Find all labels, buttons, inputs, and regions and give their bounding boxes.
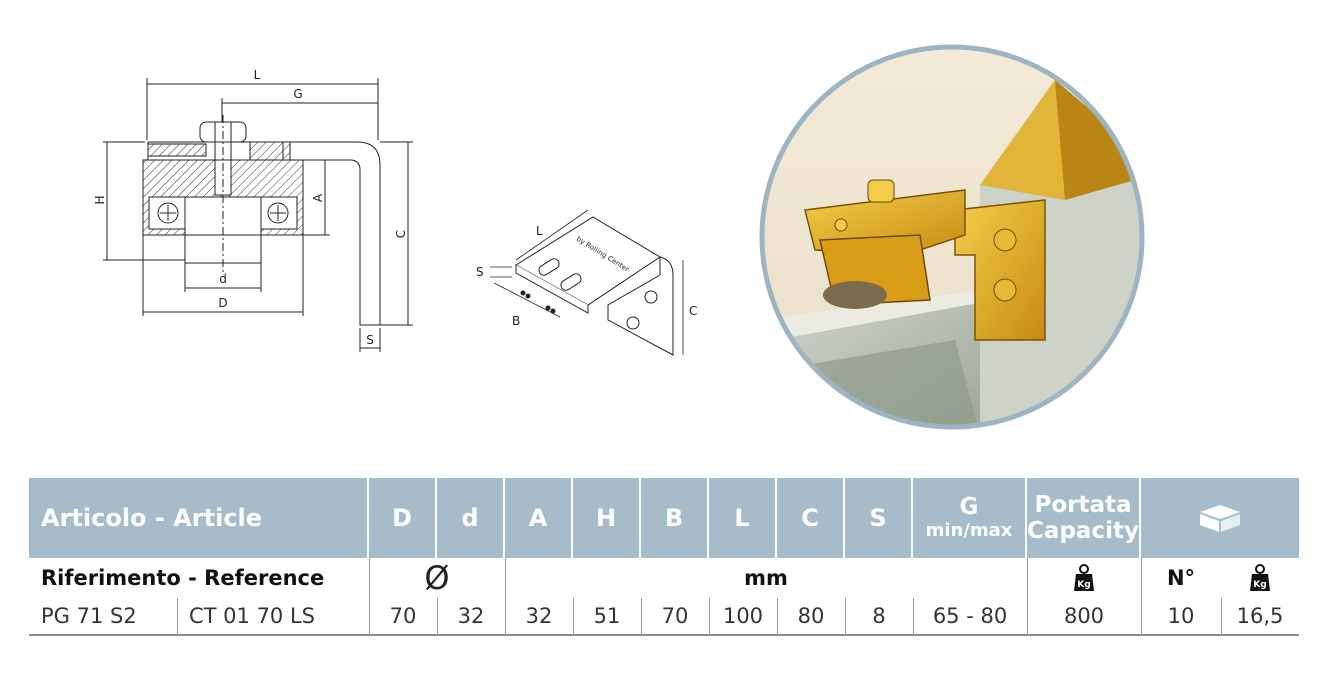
header-article: Articolo - Article	[29, 478, 369, 558]
header-G-bottom: min/max	[925, 519, 1013, 541]
diameter-icon: Ø	[424, 559, 450, 597]
bracket-label-B: B	[512, 314, 520, 328]
cell-S: 8	[872, 604, 886, 628]
dim-label-d: d	[219, 272, 227, 286]
product-illustration	[759, 44, 1145, 430]
divider	[641, 598, 642, 636]
subheader-row: Riferimento - Reference Ø mm Kg N° Kg	[29, 558, 1299, 598]
reference-label: Riferimento - Reference	[41, 566, 325, 590]
divider	[1221, 598, 1222, 636]
cell-d: 32	[457, 604, 485, 628]
cell-L: 100	[722, 604, 764, 628]
cell-code1: PG 71 S2	[41, 604, 137, 628]
dim-label-C: C	[394, 230, 408, 238]
bracket-label-S: S	[476, 265, 484, 279]
header-G-top: G	[959, 494, 979, 521]
header-capacity-top: Portata	[1034, 491, 1132, 518]
divider	[1141, 558, 1142, 636]
divider	[913, 598, 914, 636]
divider	[573, 598, 574, 636]
divider	[177, 598, 178, 636]
header-A: A	[505, 478, 573, 558]
divider	[505, 558, 506, 636]
divider	[369, 558, 370, 636]
dim-label-H: H	[93, 195, 107, 204]
weight-icon-cell: Kg	[1221, 558, 1299, 598]
diameter-symbol: Ø	[369, 558, 505, 598]
cell-capacity: 800	[1063, 604, 1105, 628]
header-H: H	[573, 478, 641, 558]
cell-B: 70	[661, 604, 689, 628]
cell-H: 51	[593, 604, 621, 628]
dim-label-L: L	[254, 68, 261, 82]
header-G: G min/max	[913, 478, 1027, 558]
header-B: B	[641, 478, 709, 558]
cell-A: 32	[525, 604, 553, 628]
dim-label-D: D	[218, 296, 227, 310]
dim-label-S: S	[366, 333, 374, 347]
capacity-weight-icon-cell: Kg	[1027, 558, 1141, 598]
cell-G: 65 - 80	[932, 604, 1008, 628]
divider	[845, 598, 846, 636]
box-icon	[1200, 505, 1240, 532]
kg-weight-icon: Kg	[1250, 564, 1270, 591]
table-row: PG 71 S2 CT 01 70 LS 70 32 32 51 70 100 …	[29, 598, 1299, 636]
header-C: C	[777, 478, 845, 558]
spec-table: Articolo - Article D d A H B L C S G min…	[29, 478, 1299, 638]
cell-C: 80	[797, 604, 825, 628]
kg-text: Kg	[1077, 580, 1090, 590]
dim-label-G: G	[293, 87, 302, 101]
header-L: L	[709, 478, 777, 558]
bracket-label-C: C	[689, 304, 697, 318]
technical-drawing: L G H A C d D S	[93, 68, 413, 352]
header-package	[1141, 478, 1299, 558]
cell-D: 70	[389, 604, 417, 628]
header-S: S	[845, 478, 913, 558]
count-label: N°	[1166, 566, 1196, 590]
divider	[437, 598, 438, 636]
divider	[1027, 558, 1028, 636]
divider	[709, 598, 710, 636]
unit-label: mm	[744, 566, 788, 590]
header-D: D	[369, 478, 437, 558]
cell-weight: 16,5	[1236, 604, 1284, 628]
cell-pieces: 10	[1167, 604, 1195, 628]
header-capacity-bottom: Capacity	[1027, 518, 1139, 544]
bracket-label-L: L	[536, 224, 543, 238]
kg-weight-icon: Kg	[1074, 564, 1094, 591]
header-d: d	[437, 478, 505, 558]
dim-label-A: A	[311, 193, 325, 202]
bracket-drawing: L S B C by Rolling Center	[476, 209, 697, 356]
divider	[777, 598, 778, 636]
cell-code2: CT 01 70 LS	[189, 604, 315, 628]
kg-text: Kg	[1253, 580, 1266, 590]
header-capacity: Portata Capacity	[1027, 478, 1141, 558]
